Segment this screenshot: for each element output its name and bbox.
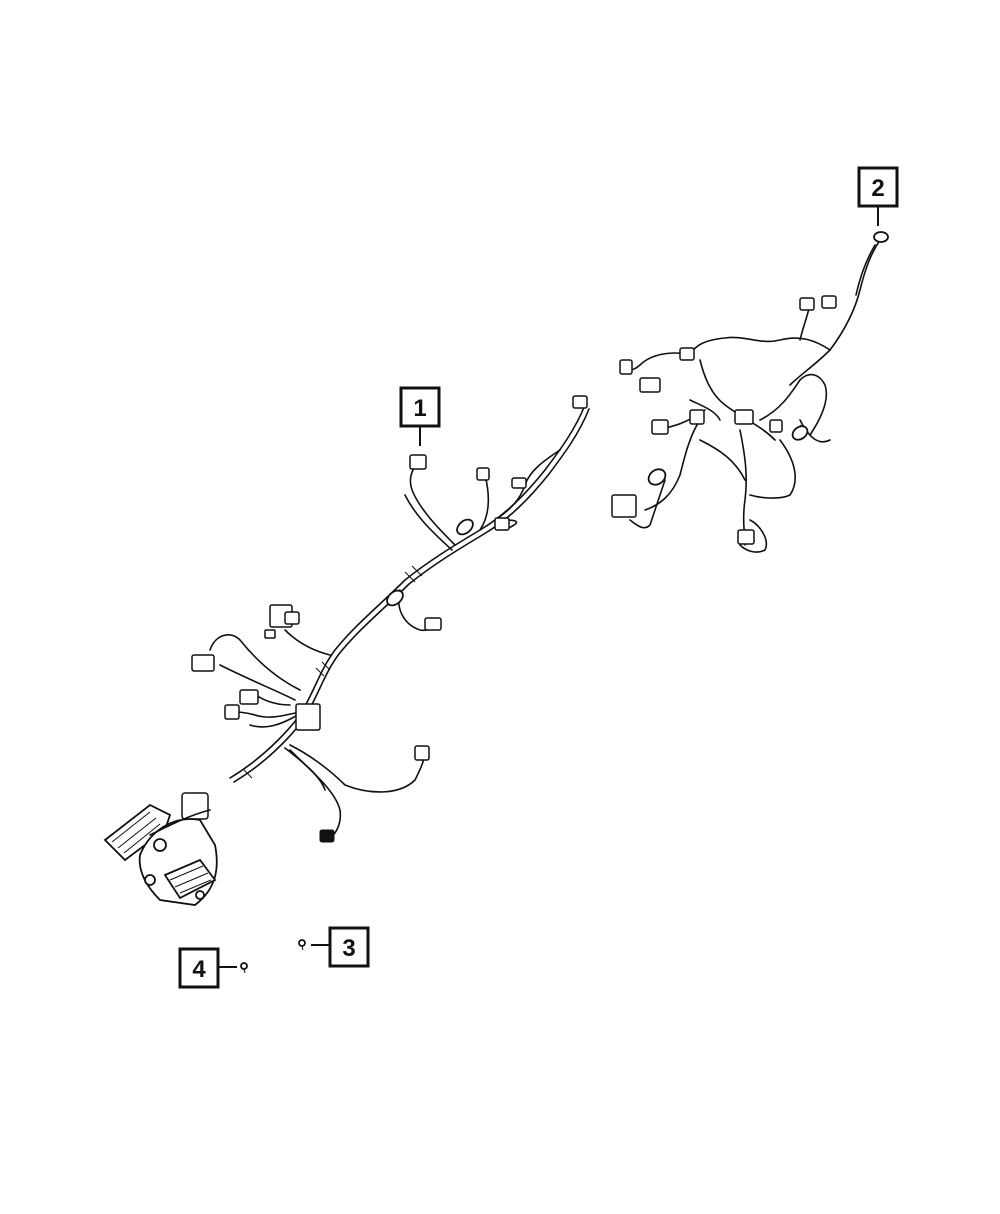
callout-2[interactable]: 2 [857, 166, 899, 226]
callout-2-label: 2 [871, 175, 884, 202]
callout-1[interactable]: 1 [399, 386, 441, 446]
callout-4[interactable]: 4 [178, 947, 237, 989]
harness-module[interactable] [103, 803, 218, 906]
callout-1-label: 1 [413, 395, 426, 422]
wiring-harness-1[interactable] [181, 395, 590, 843]
fastener-4[interactable] [240, 962, 248, 974]
callout-4-label: 4 [192, 956, 206, 983]
wiring-harness-2[interactable] [611, 231, 889, 553]
callout-3[interactable]: 3 [311, 926, 370, 968]
fastener-3[interactable] [298, 939, 306, 951]
callout-3-label: 3 [342, 935, 355, 962]
